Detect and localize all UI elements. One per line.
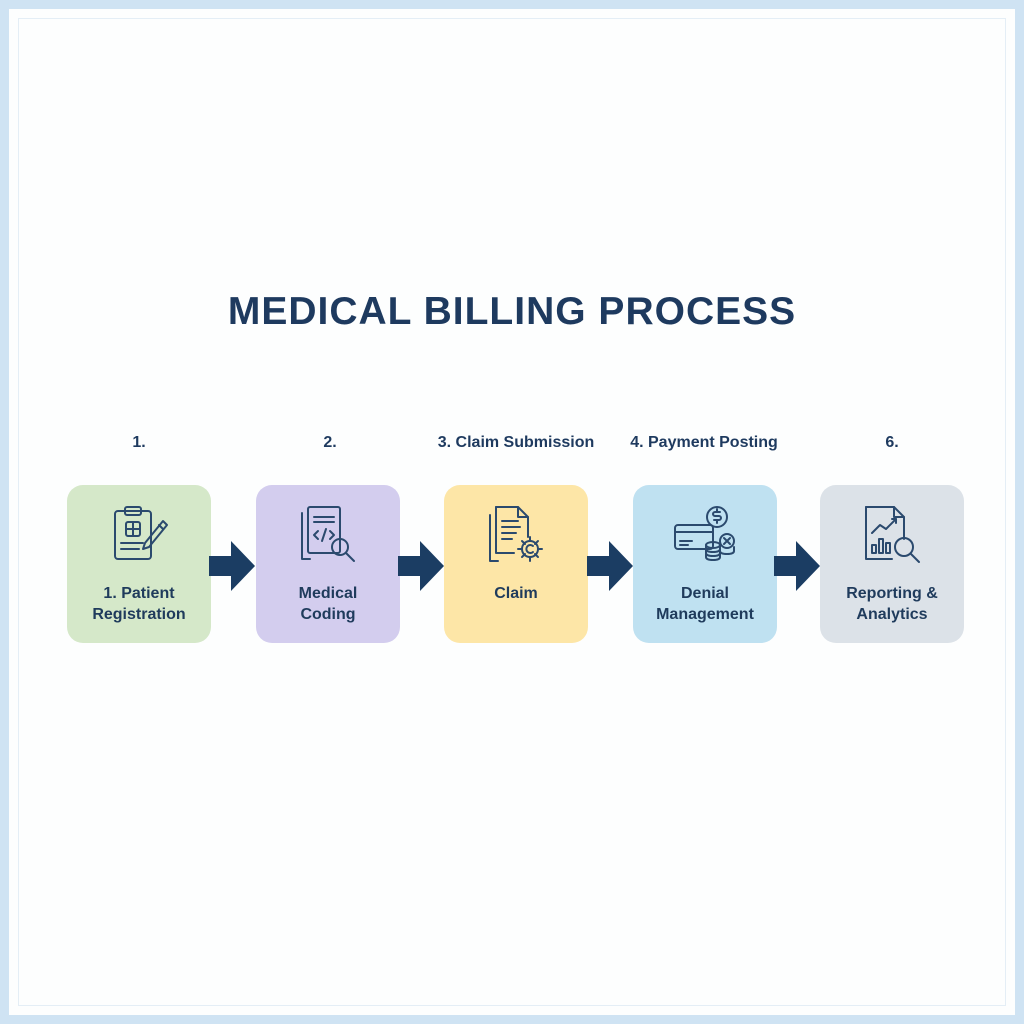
clipboard-medical-pen-icon: [107, 503, 171, 567]
step-4-top-label: 4. Payment Posting: [630, 434, 778, 451]
card-label: 1. Patient Registration: [92, 585, 186, 623]
step-3-top-label: 3. Claim Submission: [437, 434, 595, 451]
flow-arrow-3: [587, 541, 633, 591]
card-label: Medical Coding: [298, 585, 358, 623]
card-coins-denied-icon: [673, 503, 737, 567]
step-card-medical-coding: Medical Coding: [256, 485, 400, 643]
diagram-title: MEDICAL BILLING PROCESS: [227, 290, 797, 333]
report-chart-magnifier-icon: [860, 503, 924, 567]
step-card-patient-registration: 1. Patient Registration: [67, 485, 211, 643]
step-card-reporting-analytics: Reporting & Analytics: [820, 485, 964, 643]
card-label: Denial Management: [656, 585, 754, 623]
step-card-denial-management: Denial Management: [633, 485, 777, 643]
flow-arrow-2: [398, 541, 444, 591]
card-label: Reporting & Analytics: [846, 585, 938, 623]
page-frame-inner: [18, 18, 1006, 1006]
step-card-claim: Claim: [444, 485, 588, 643]
card-label: Claim: [494, 585, 538, 602]
document-gear-icon: [484, 503, 548, 567]
flow-arrow-1: [209, 541, 255, 591]
step-1-top-label: 1.: [132, 434, 146, 451]
flow-arrow-4: [774, 541, 820, 591]
step-2-top-label: 2.: [323, 434, 337, 451]
step-5-top-label: 6.: [885, 434, 899, 451]
code-document-magnifier-icon: [296, 503, 360, 567]
